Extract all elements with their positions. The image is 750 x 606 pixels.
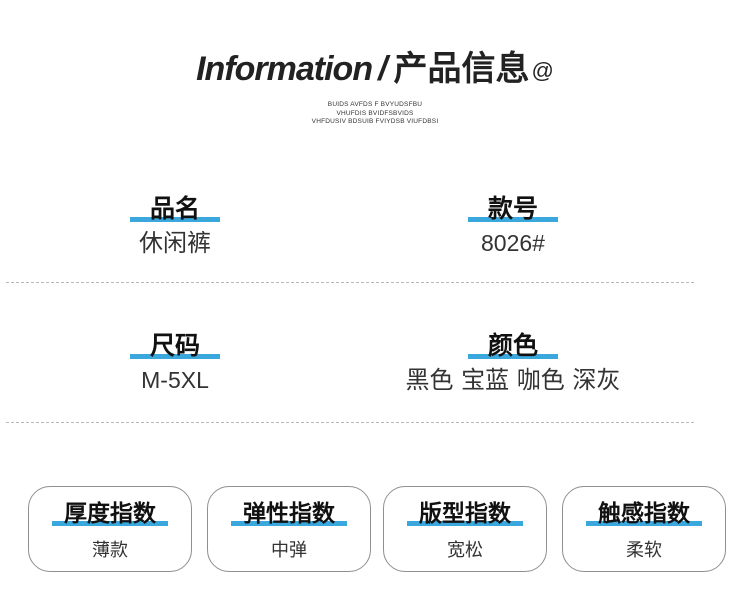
page-title: Information/产品信息@ — [0, 45, 750, 93]
index-card-value: 宽松 — [447, 540, 483, 561]
label-underline-bar — [129, 354, 220, 359]
field-product-name: 品名 休闲裤 — [75, 193, 275, 259]
field-size: 尺码 M-5XL — [75, 330, 275, 396]
label-underline-bar — [129, 217, 220, 222]
field-style-number: 款号 8026# — [413, 193, 613, 259]
index-card-label: 厚度指数 — [52, 499, 168, 529]
subtext-line: VHUFDIS BVIDFSBVIDS — [336, 109, 414, 117]
field-label: 颜色 — [467, 330, 558, 362]
label-underline-bar — [586, 521, 702, 526]
label-underline-bar — [52, 521, 168, 526]
title-chinese: 产品信息 — [393, 49, 530, 89]
index-card-elasticity: 弹性指数 中弹 — [207, 486, 371, 572]
dashed-divider — [6, 422, 694, 423]
field-label: 款号 — [467, 193, 558, 225]
label-underline-bar — [467, 354, 558, 359]
at-mark: @ — [531, 58, 554, 83]
decorative-subtext: BUIDS AVFDS F BVYUDSFBU VHUFDIS BVIDFSBV… — [0, 101, 750, 127]
index-card-thickness: 厚度指数 薄款 — [28, 486, 192, 572]
field-value: 休闲裤 — [139, 229, 211, 257]
field-label: 品名 — [129, 193, 220, 225]
title-separator: / — [378, 50, 388, 88]
index-card-label: 触感指数 — [586, 499, 702, 529]
label-underline-bar — [407, 521, 523, 526]
field-color: 颜色 黑色 宝蓝 咖色 深灰 — [406, 330, 621, 396]
index-card-value: 薄款 — [92, 540, 128, 561]
index-card-label: 弹性指数 — [231, 499, 347, 529]
index-card-value: 中弹 — [271, 540, 307, 561]
index-card-touch: 触感指数 柔软 — [562, 486, 726, 572]
subtext-line: VHFDUSIV BDSUIB FVIYDSB VIUFDBSI — [311, 118, 439, 125]
index-card-label: 版型指数 — [407, 499, 523, 529]
subtext-line: BUIDS AVFDS F BVYUDSFBU — [327, 101, 423, 108]
title-english: Information — [196, 50, 373, 88]
index-card-value: 柔软 — [626, 540, 662, 561]
label-underline-bar — [467, 217, 558, 222]
field-value: 8026# — [481, 230, 545, 256]
index-card-fit: 版型指数 宽松 — [383, 486, 547, 572]
field-value: 黑色 宝蓝 咖色 深灰 — [405, 366, 621, 394]
field-label: 尺码 — [129, 330, 220, 362]
dashed-divider — [6, 282, 694, 283]
field-value: M-5XL — [141, 367, 209, 393]
label-underline-bar — [231, 521, 347, 526]
